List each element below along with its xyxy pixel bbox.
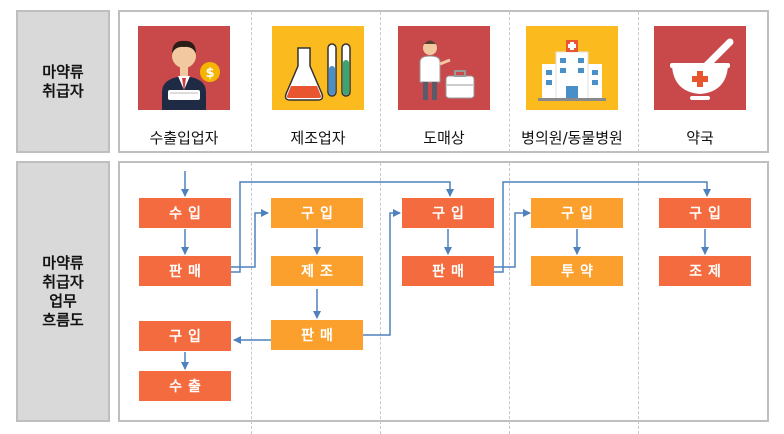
arrow-importer-to-wholesaler [231,181,454,273]
column-divider [638,12,639,152]
flow-box-manufacturer-sell: 판매 [271,320,363,350]
flow-box-hospital-purchase: 구입 [531,198,623,228]
row-label-workflow-text: 마약류 취급자 업무 흐름도 [42,253,84,329]
flow-box-dispense: 조제 [659,256,751,286]
arrow-manufacturer-to-wholesaler [363,209,401,336]
flow-box-wholesaler-purchase: 구입 [402,198,494,228]
row-label-handlers: 마약류 취급자 [16,10,110,153]
entity-name-hospital: 병의원/동물병원 [521,129,623,147]
arrow-wholesaler-to-pharmacy [494,181,711,273]
lab-flask-test-tubes-icon [272,26,364,110]
arrow-importer-to-manufacturer [231,209,269,268]
column-divider [380,163,381,434]
flow-box-importer-sell: 판매 [139,256,231,286]
business-person-money-icon: $ [138,26,230,110]
column-divider [251,12,252,152]
column-divider [509,163,510,434]
entity-name-manufacturer: 제조업자 [290,129,346,147]
entity-name-wholesaler: 도매상 [423,129,465,147]
flow-box-export: 수출 [139,371,231,401]
svg-text:$: $ [205,66,214,81]
arrow-wholesaler-to-hospital [494,209,531,268]
flow-box-manufacturer-purchase: 구입 [271,198,363,228]
hospital-building-icon [526,26,618,110]
column-divider [509,12,510,152]
flow-box-manufacture: 제조 [271,256,363,286]
row-label-workflow: 마약류 취급자 업무 흐름도 [16,161,110,422]
doctor-luggage-icon [398,26,490,110]
flow-box-administer: 투약 [531,256,623,286]
flow-box-import: 수입 [139,198,231,228]
mortar-pestle-icon [654,26,746,110]
entity-name-pharmacy: 약국 [686,129,714,147]
column-divider [251,163,252,434]
flow-box-pharmacy-purchase: 구입 [659,198,751,228]
column-divider [380,12,381,152]
entity-name-exporter-importer: 수출입업자 [149,129,219,147]
flow-box-exporter-purchase: 구입 [139,321,231,351]
column-divider [638,163,639,434]
row-label-handlers-text: 마약류 취급자 [42,62,84,100]
flow-box-wholesaler-sell: 판매 [402,256,494,286]
